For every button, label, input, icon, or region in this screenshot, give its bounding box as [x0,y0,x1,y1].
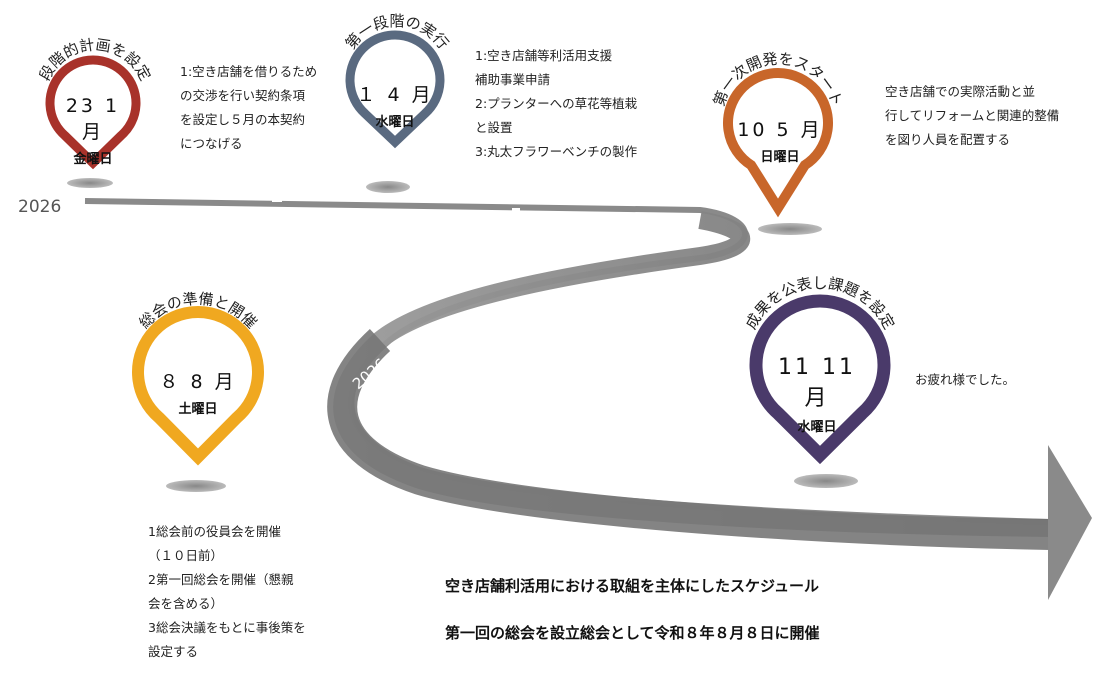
pin-date-3: 10 5 月日曜日 [737,119,823,165]
milestone-note: 1:空き店舗を借りるため の交渉を行い契約条項 を設定し５月の本契約 につなげる [180,64,318,151]
year-label: 2026 [18,197,61,217]
pin-shadow [166,480,226,492]
pin-shadow [366,181,410,193]
map-pin-icon [749,294,891,465]
map-pin-icon [345,30,445,149]
milestone-note: 1:空き店舗等利活用支援 補助事業申請 2:プランターへの草花等植栽 と設置 3… [475,48,638,159]
map-pin-icon [132,306,264,466]
summary-line: 第一回の総会を設立総会として令和８年８月８日に開催 [445,624,820,642]
road [84,198,1092,600]
milestone-note: 空き店舗での実際活動と並 行してリフォームと関連的整備 を図り人員を配置する [885,84,1060,147]
pin-date-1: 23 1 月金曜日 [65,95,121,167]
pin-date-2: １ 4 月水曜日 [356,84,434,130]
summary-line: 空き店舗利活用における取組を主体にしたスケジュール [445,577,819,595]
arrow-head [1048,445,1092,600]
pin-shadow [794,474,858,488]
milestone-note: お疲れ様でした。 [915,372,1016,387]
pin-shadow [758,223,822,235]
map-pin-icon [723,68,833,218]
milestone-note: 1総会前の役員会を開催 （１０日前） 2第一回総会を開催（懇親 会を含める） 3… [148,524,306,659]
pin-shadow [67,178,113,188]
pin-date-4: ８ 8 月土曜日 [159,371,237,417]
pin-date-5: 11 11 月水曜日 [778,355,856,435]
map-pin-icon [45,55,141,170]
